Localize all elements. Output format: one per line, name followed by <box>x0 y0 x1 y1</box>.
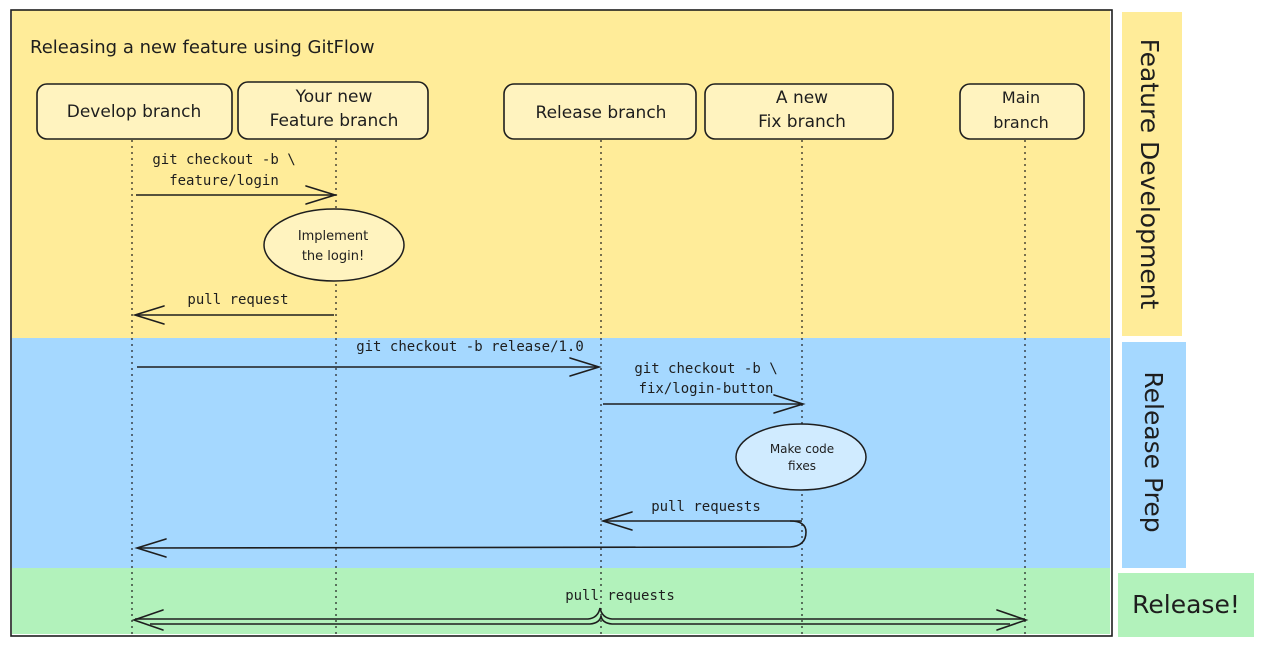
arrowhead-icon <box>132 305 165 325</box>
participant-label-line-2: Feature branch <box>270 111 399 131</box>
message-label-line-1: git checkout -b \ <box>152 152 295 168</box>
release-prep-tag <box>1122 342 1186 568</box>
release-tag <box>1118 573 1254 637</box>
arrowhead-icon <box>305 185 338 205</box>
note-implement-login: Implement the login! <box>263 208 405 282</box>
participant-box <box>503 83 697 140</box>
participant-label: Develop branch <box>67 102 201 122</box>
message-label-line-2: feature/login <box>169 173 279 189</box>
note-text-line-2: fixes <box>788 459 816 473</box>
note-text-line-1: Make code <box>770 442 834 456</box>
message-checkout-release: git checkout -b release/1.0 <box>137 339 602 377</box>
feature-development-tag <box>1122 12 1182 336</box>
phase-label-release: Release! <box>1132 590 1240 619</box>
arrowhead-icon <box>131 609 164 631</box>
note-shape <box>735 423 867 491</box>
participant-main: Main branch <box>959 83 1085 140</box>
arrowhead-icon <box>569 357 602 377</box>
message-label-line-2: fix/login-button <box>639 381 774 397</box>
diagram-frame <box>10 9 1113 637</box>
message-label: pull requests <box>651 499 761 515</box>
message-pull-requests-fix: pull requests <box>134 499 807 558</box>
participant-label-line-1: Main <box>1002 88 1040 107</box>
participant-fix: A new Fix branch <box>704 83 894 140</box>
release-prep-band <box>12 338 1110 568</box>
participant-box <box>959 83 1085 140</box>
release-band <box>12 568 1110 634</box>
arrowhead-icon <box>134 538 167 558</box>
phase-label-feature-development: Feature Development <box>1135 39 1164 310</box>
participant-box <box>704 83 894 140</box>
note-text-line-1: Implement <box>298 229 368 244</box>
message-double-arrow-line-sketch <box>150 615 1010 625</box>
message-label: pull requests <box>565 588 675 604</box>
participant-label-line-1: Your new <box>295 87 373 107</box>
message-label-line-1: git checkout -b \ <box>634 361 777 377</box>
message-arrow-line-to-develop <box>137 520 807 549</box>
message-checkout-feature: git checkout -b \ feature/login <box>136 152 338 205</box>
participant-box <box>237 81 429 140</box>
message-pull-requests-release: pull requests <box>131 588 1029 631</box>
message-label: pull request <box>187 292 288 308</box>
participant-box <box>36 83 233 140</box>
note-shape <box>263 208 405 282</box>
message-pull-request-feature: pull request <box>132 292 334 325</box>
participant-feature: Your new Feature branch <box>237 81 429 140</box>
note-make-code-fixes: Make code fixes <box>735 423 867 491</box>
participant-label: Release branch <box>536 103 667 123</box>
phase-label-release-prep: Release Prep <box>1139 371 1168 532</box>
participant-release: Release branch <box>503 83 697 140</box>
participant-develop: Develop branch <box>36 83 233 140</box>
participant-label-line-1: A new <box>776 88 828 108</box>
diagram-title: Releasing a new feature using GitFlow <box>30 37 375 58</box>
participant-label-line-2: branch <box>993 113 1049 132</box>
participant-label-line-2: Fix branch <box>758 112 846 132</box>
arrowhead-icon <box>996 609 1029 631</box>
message-double-arrow-line <box>135 607 1025 620</box>
arrowhead-icon <box>773 394 806 414</box>
note-text-line-2: the login! <box>302 249 364 264</box>
message-label: git checkout -b release/1.0 <box>356 339 584 355</box>
feature-development-band <box>12 10 1110 338</box>
message-checkout-fix: git checkout -b \ fix/login-button <box>603 361 806 414</box>
arrowhead-icon <box>600 511 633 531</box>
